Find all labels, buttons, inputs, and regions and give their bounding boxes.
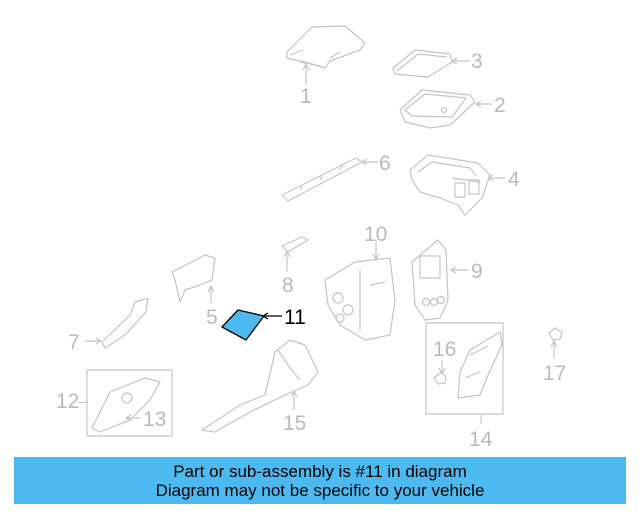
- part-1-lid[interactable]: [286, 25, 366, 69]
- arrow-4: [487, 174, 505, 182]
- arrow-11: [262, 312, 282, 320]
- callout-8[interactable]: 8: [282, 274, 294, 297]
- part-9-radio-bezel[interactable]: [411, 239, 449, 321]
- arrow-16: [438, 360, 446, 375]
- callout-9[interactable]: 9: [471, 260, 483, 283]
- part-10-stack-frame[interactable]: [324, 257, 396, 341]
- callout-12[interactable]: 12: [56, 390, 80, 413]
- part-8-clip[interactable]: [281, 236, 309, 253]
- part-7-bracket[interactable]: [101, 297, 149, 349]
- arrow-1: [302, 63, 310, 85]
- parts-diagram: [85, 25, 563, 437]
- part-17-fastener[interactable]: [548, 327, 563, 341]
- callout-7[interactable]: 7: [68, 331, 80, 354]
- arrow-7: [85, 337, 102, 345]
- arrow-8: [283, 250, 291, 272]
- part-12-lower-panel[interactable]: [91, 377, 161, 433]
- leader-12: [78, 402, 87, 403]
- part-3-pad[interactable]: [392, 49, 453, 78]
- callout-6[interactable]: 6: [379, 152, 391, 175]
- callout-2[interactable]: 2: [494, 94, 506, 117]
- part-16-clip[interactable]: [433, 372, 447, 385]
- arrow-9: [450, 266, 468, 274]
- callout-11[interactable]: 11: [284, 306, 306, 329]
- callout-15[interactable]: 15: [283, 412, 307, 435]
- banner-line-disclaimer: Diagram may not be specific to your vehi…: [155, 480, 485, 500]
- arrow-13: [125, 414, 140, 422]
- callout-10[interactable]: 10: [364, 223, 388, 246]
- callout-13[interactable]: 13: [143, 408, 167, 431]
- arrow-6: [361, 158, 378, 166]
- banner-line-part: Part or sub-assembly is #11 in diagram: [173, 461, 467, 481]
- part-11-mat[interactable]: [221, 309, 265, 341]
- part-5-trim-panel[interactable]: [171, 254, 216, 303]
- part-2-tray[interactable]: [399, 89, 476, 129]
- arrow-15: [290, 390, 298, 410]
- arrow-2: [475, 100, 492, 108]
- callout-4[interactable]: 4: [508, 168, 520, 191]
- callout-3[interactable]: 3: [471, 50, 483, 73]
- callout-17[interactable]: 17: [543, 362, 567, 385]
- callout-5[interactable]: 5: [206, 306, 218, 329]
- info-banner: Part or sub-assembly is #11 in diagram D…: [14, 457, 626, 504]
- arrow-3: [451, 57, 470, 65]
- part-4-bezel[interactable]: [409, 154, 491, 216]
- arrow-17: [550, 340, 558, 358]
- group-box-12: [86, 369, 173, 437]
- callout-14[interactable]: 14: [469, 428, 493, 451]
- part-14-console-trim[interactable]: [457, 331, 503, 399]
- callout-16[interactable]: 16: [433, 338, 457, 361]
- part-6-trim-strip[interactable]: [281, 157, 363, 202]
- arrow-10: [372, 240, 380, 261]
- arrow-5: [207, 285, 215, 303]
- group-box-14: [425, 322, 504, 415]
- callout-1[interactable]: 1: [300, 85, 312, 108]
- part-15-side-trim[interactable]: [201, 339, 319, 433]
